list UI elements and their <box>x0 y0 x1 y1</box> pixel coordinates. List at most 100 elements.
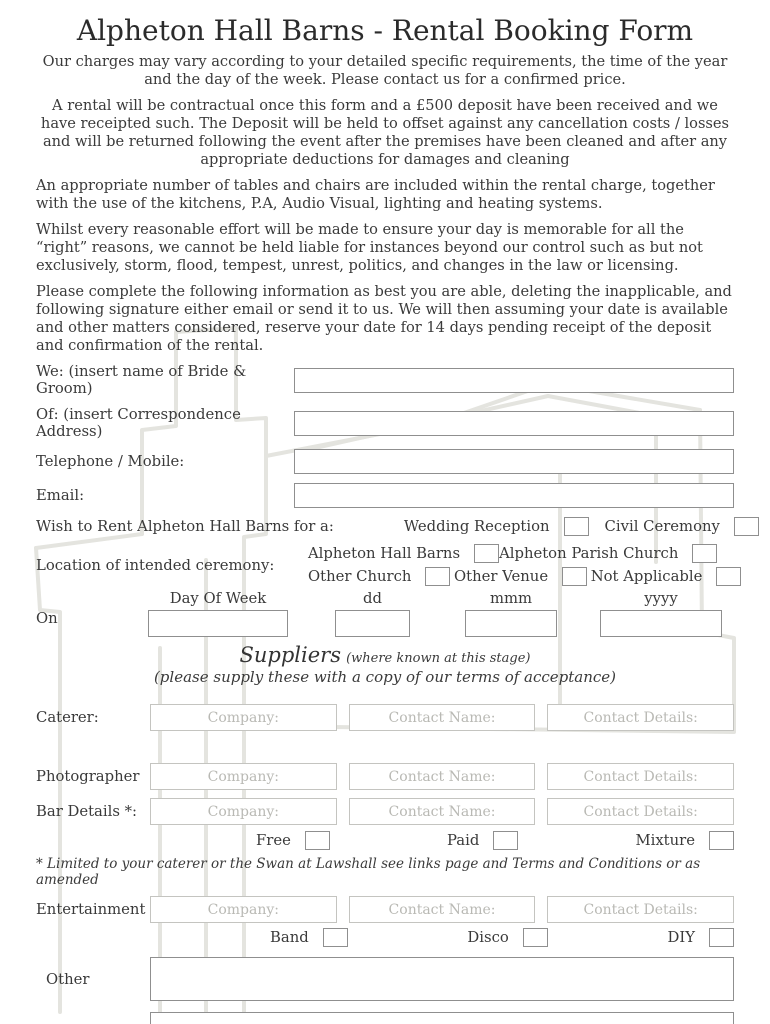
telephone-input[interactable] <box>294 449 734 474</box>
entertainment-contact-details-input[interactable] <box>547 896 735 923</box>
other-row: Other <box>36 957 734 1001</box>
caterer-label: Caterer: <box>36 709 99 726</box>
dd-header: dd <box>363 590 382 607</box>
photographer-contact-details-input[interactable] <box>547 763 735 790</box>
bar-details-row: Bar Details *: <box>36 798 735 825</box>
ceremony-location-line-2: Other Church Other Venue Not Applicable <box>308 567 749 586</box>
address-row: Of: (insert Correspondence Address) <box>36 406 734 440</box>
entertainment-company-input[interactable] <box>150 896 337 923</box>
entertainment-label: Entertainment <box>36 901 146 918</box>
disco-label: Disco <box>467 929 509 946</box>
other-church-checkbox[interactable] <box>425 567 451 586</box>
email-label: Email: <box>36 487 85 504</box>
other-church-option: Other Church <box>308 567 451 586</box>
alpheton-hall-barns-checkbox[interactable] <box>474 544 500 563</box>
entertainment-row: Entertainment <box>36 896 735 923</box>
caterer-company-input[interactable] <box>150 704 337 731</box>
ceremony-location-label: Location of intended ceremony: <box>36 556 275 574</box>
civil-ceremony-checkbox[interactable] <box>733 517 759 536</box>
bar-details-label: Bar Details *: <box>36 803 138 820</box>
intro-paragraph-5: Please complete the following informatio… <box>36 283 732 354</box>
caterer-row: Caterer: <box>36 704 735 731</box>
entertainment-options-row: Band Disco DIY <box>270 928 734 947</box>
civil-ceremony-label: Civil Ceremony <box>604 518 720 535</box>
ceremony-location-row: Location of intended ceremony: Alpheton … <box>36 544 742 586</box>
photographer-contact-name-input[interactable] <box>348 763 536 790</box>
alpheton-parish-church-checkbox[interactable] <box>692 544 718 563</box>
address-input[interactable] <box>294 410 734 436</box>
mmm-header: mmm <box>489 590 533 607</box>
free-checkbox[interactable] <box>304 831 330 850</box>
yyyy-column: yyyy <box>600 590 722 637</box>
diy-label: DIY <box>667 929 695 946</box>
suppliers-title: Suppliers <box>239 643 341 667</box>
bar-company-input[interactable] <box>150 798 337 825</box>
bride-groom-row: We: (insert name of Bride & Groom) <box>36 363 734 397</box>
other-venue-checkbox[interactable] <box>562 567 588 586</box>
telephone-row: Telephone / Mobile: <box>36 449 734 474</box>
intro-paragraph-1: Our charges may vary according to your d… <box>42 53 728 88</box>
mixture-option: Mixture <box>635 831 734 850</box>
not-applicable-label: Not Applicable <box>590 568 703 585</box>
bar-options-row: Free Paid Mixture <box>256 831 734 850</box>
not-applicable-option: Not Applicable <box>591 567 742 586</box>
diy-option: DIY <box>668 928 734 947</box>
mmm-input[interactable] <box>465 610 557 637</box>
paid-option: Paid <box>446 831 519 850</box>
disco-option: Disco <box>467 928 548 947</box>
ceremony-location-line-1: Alpheton Hall Barns Alpheton Parish Chur… <box>308 544 749 563</box>
alpheton-parish-church-label: Alpheton Parish Church <box>499 545 679 562</box>
suppliers-subnote: (please supply these with a copy of our … <box>153 668 617 686</box>
band-checkbox[interactable] <box>322 928 348 947</box>
signed-row: Signed: <box>36 1012 734 1024</box>
diy-checkbox[interactable] <box>708 928 734 947</box>
address-label: Of: (insert Correspondence Address) <box>36 406 241 440</box>
entertainment-contact-name-input[interactable] <box>348 896 536 923</box>
not-applicable-checkbox[interactable] <box>716 567 742 586</box>
bride-groom-input[interactable] <box>294 367 734 393</box>
civil-ceremony-option: Civil Ceremony <box>605 517 759 536</box>
other-venue-label: Other Venue <box>454 568 549 585</box>
day-of-week-input[interactable] <box>148 610 288 637</box>
suppliers-heading: Suppliers (where known at this stage) <box>36 643 734 667</box>
on-label: On <box>36 610 58 627</box>
email-row: Email: <box>36 483 734 508</box>
email-input[interactable] <box>294 483 734 508</box>
day-of-week-column: Day Of Week <box>148 590 288 637</box>
rent-for-label: Wish to Rent Alpheton Hall Barns for a: <box>36 518 334 535</box>
alpheton-parish-church-option: Alpheton Parish Church <box>499 544 718 563</box>
caterer-contact-name-input[interactable] <box>348 704 536 731</box>
wedding-reception-checkbox[interactable] <box>563 517 589 536</box>
mixture-checkbox[interactable] <box>708 831 734 850</box>
dd-column: dd <box>335 590 410 637</box>
yyyy-input[interactable] <box>600 610 722 637</box>
other-input[interactable] <box>150 957 734 1001</box>
mmm-column: mmm <box>465 590 557 637</box>
band-option: Band <box>270 928 348 947</box>
paid-label: Paid <box>446 832 480 849</box>
caterer-contact-details-input[interactable] <box>547 704 735 731</box>
alpheton-hall-barns-option: Alpheton Hall Barns <box>308 544 500 563</box>
free-option: Free <box>256 831 330 850</box>
photographer-company-input[interactable] <box>150 763 337 790</box>
wedding-reception-label: Wedding Reception <box>403 518 550 535</box>
disco-checkbox[interactable] <box>522 928 548 947</box>
rent-for-row: Wish to Rent Alpheton Hall Barns for a: … <box>36 517 759 536</box>
bar-contact-name-input[interactable] <box>348 798 536 825</box>
bar-footnote: * Limited to your caterer or the Swan at… <box>36 856 701 888</box>
telephone-label: Telephone / Mobile: <box>36 453 185 470</box>
wedding-reception-option: Wedding Reception <box>404 517 589 536</box>
dd-input[interactable] <box>335 610 410 637</box>
signed-input[interactable] <box>150 1012 734 1024</box>
free-label: Free <box>256 832 291 849</box>
suppliers-heading-note: (where known at this stage) <box>346 651 531 666</box>
intro-paragraph-3: An appropriate number of tables and chai… <box>36 177 715 212</box>
bar-contact-details-input[interactable] <box>547 798 735 825</box>
photographer-label: Photographer <box>36 768 140 785</box>
yyyy-header: yyyy <box>644 590 678 607</box>
paid-checkbox[interactable] <box>493 831 519 850</box>
ceremony-location-options: Alpheton Hall Barns Alpheton Parish Chur… <box>294 544 749 586</box>
intro-paragraph-2: A rental will be contractual once this f… <box>40 97 730 168</box>
